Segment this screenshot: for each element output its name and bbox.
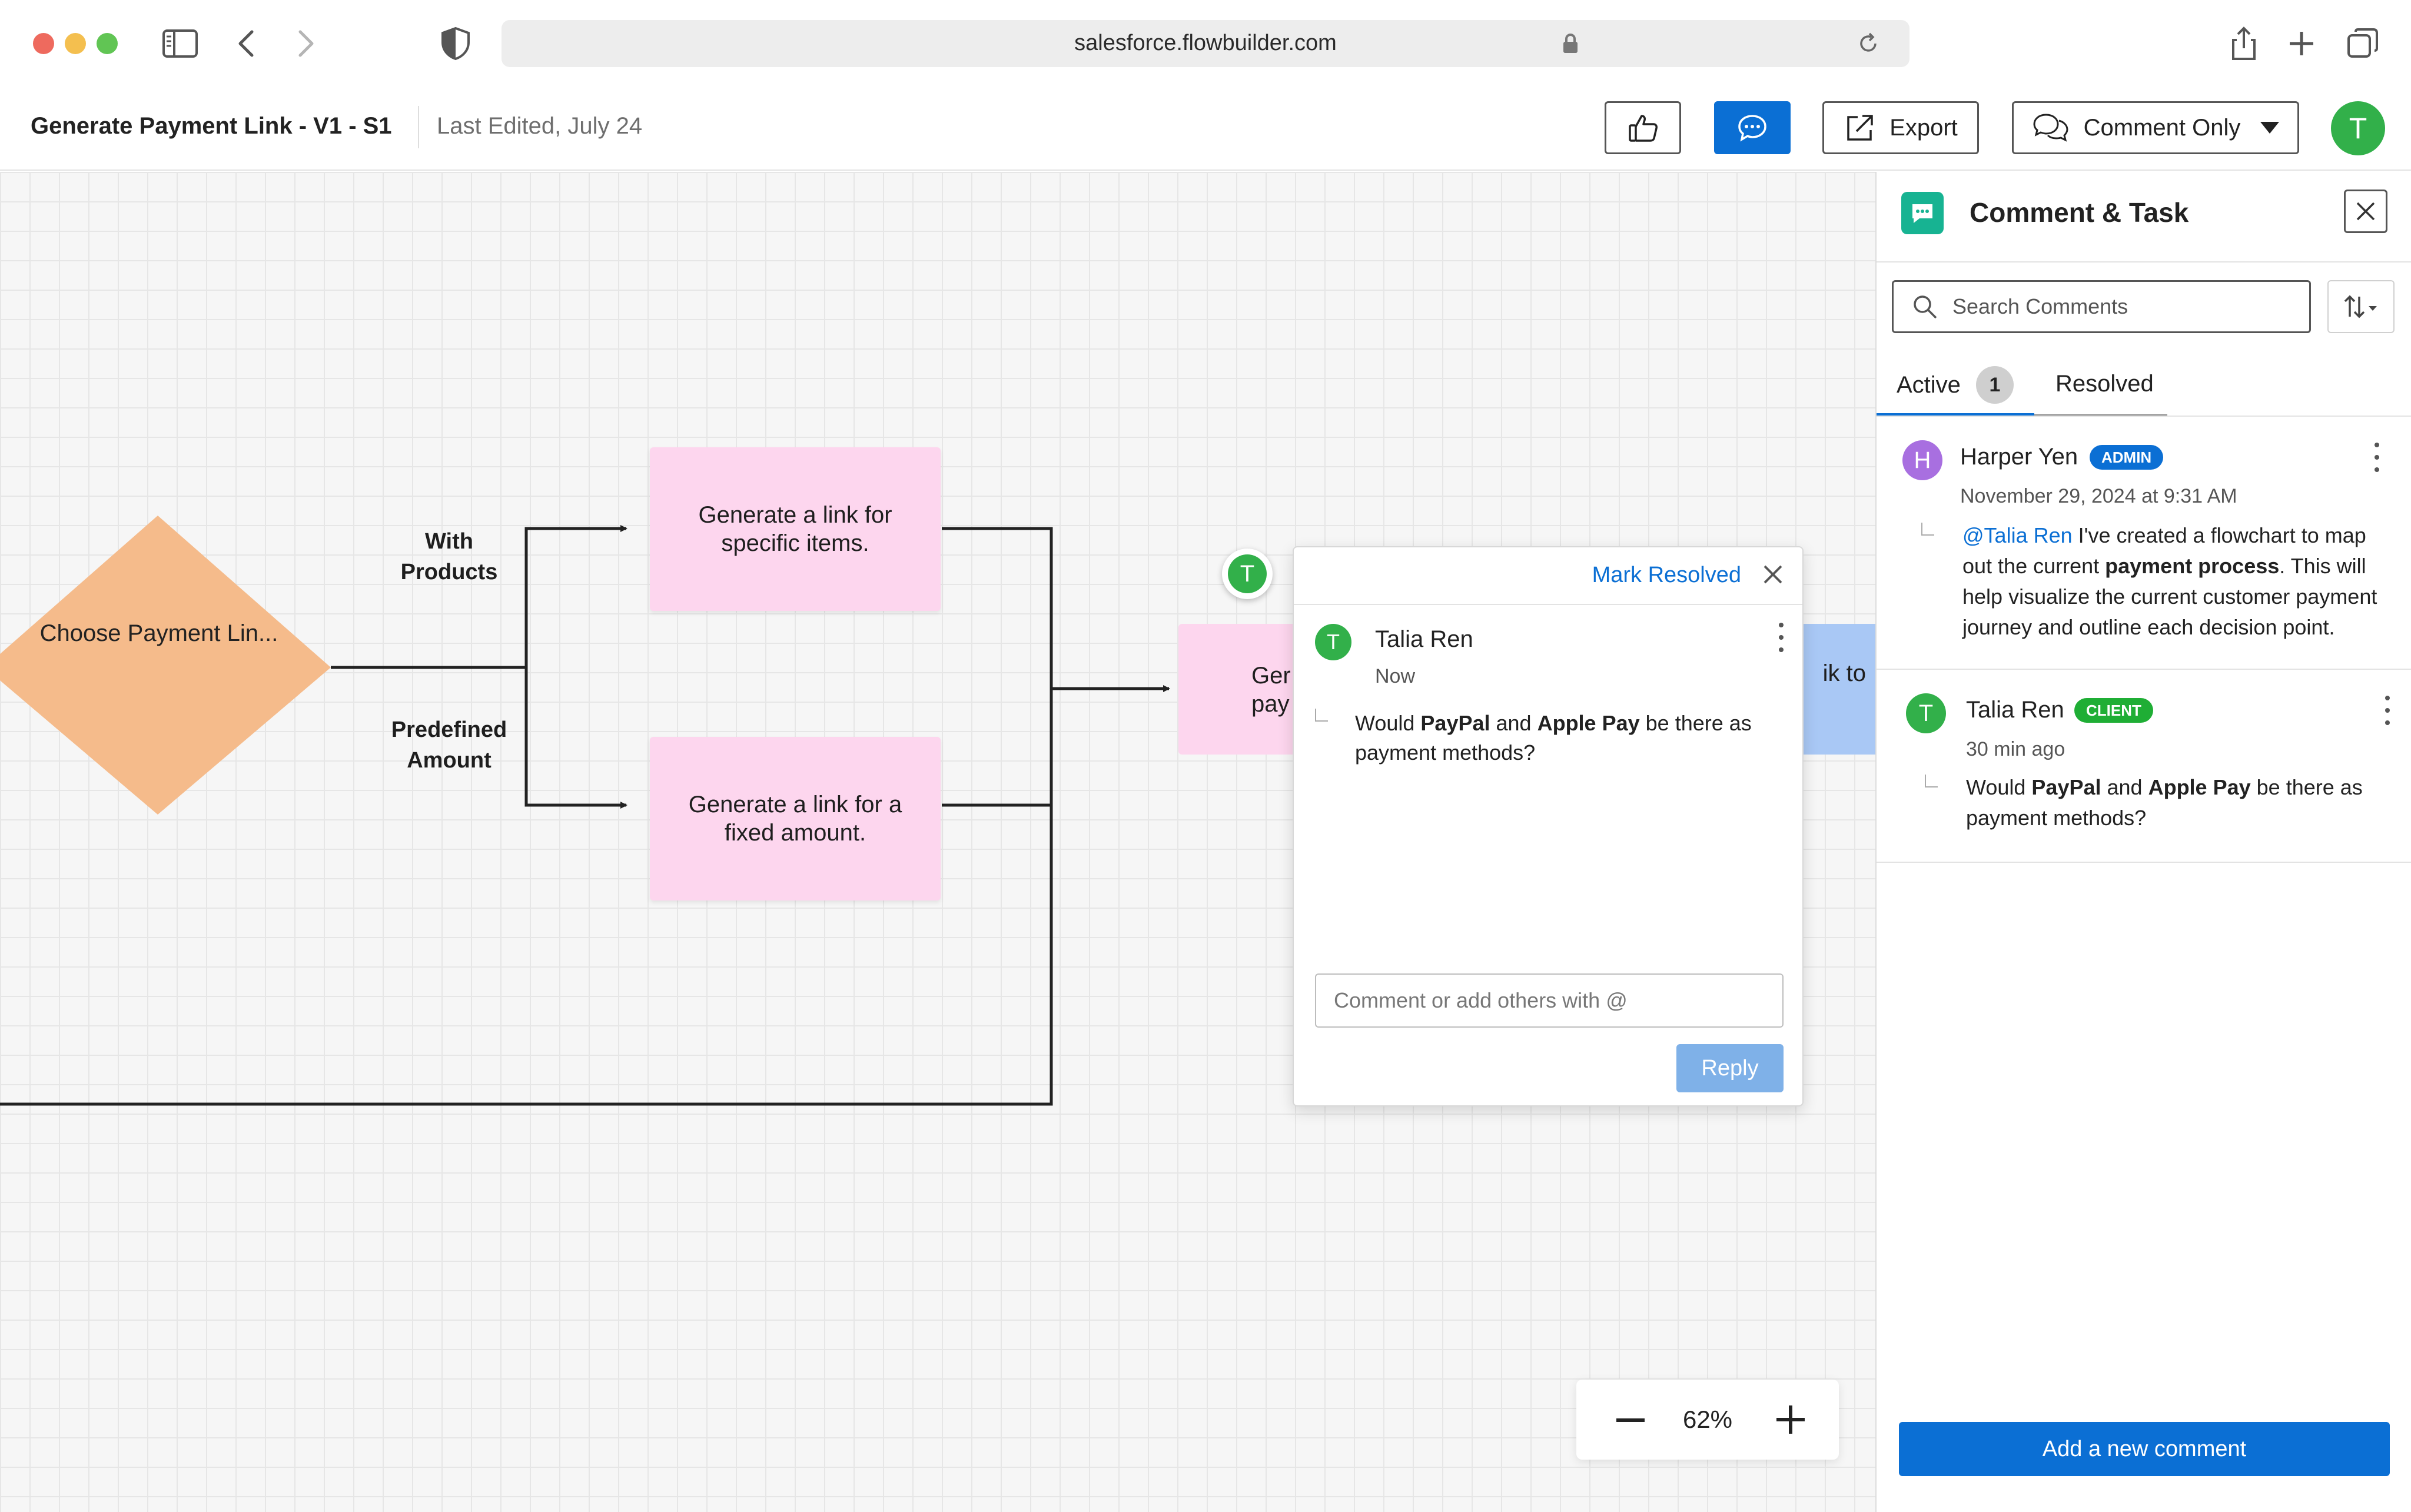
url-text: salesforce.flowbuilder.com (1074, 31, 1337, 55)
share-icon[interactable] (2224, 24, 2264, 64)
comment-author: Talia Ren (1966, 697, 2064, 723)
mark-resolved-button[interactable]: Mark Resolved (1592, 563, 1741, 587)
partial-node-right-label: ik to (1822, 660, 1866, 686)
zoom-control: 62% (1576, 1380, 1839, 1460)
list-item[interactable]: T Talia Ren CLIENT 30 min ago Would PayP… (1877, 671, 2411, 863)
flow-canvas[interactable]: Choose Payment Lin... With Products Pred… (0, 172, 1875, 1512)
search-placeholder: Search Comments (1952, 294, 2128, 318)
reload-icon[interactable] (1855, 31, 1881, 57)
like-button[interactable] (1605, 101, 1681, 154)
process-node-fixed-amount[interactable]: Generate a link for a fixed amount. (650, 737, 941, 900)
export-label: Export (1889, 114, 1958, 141)
more-options-icon[interactable] (2372, 443, 2382, 472)
reply-button[interactable]: Reply (1676, 1044, 1784, 1092)
comment-time: Now (1375, 665, 1416, 687)
panel-title: Comment & Task (1970, 197, 2189, 228)
tab-active[interactable]: Active 1 (1897, 366, 2014, 404)
partial-node-left-label: Ger pay (1251, 663, 1291, 717)
tab-resolved[interactable]: Resolved (2055, 371, 2154, 397)
reply-indent-icon (1921, 523, 1934, 536)
comment-author: Harper Yen (1960, 444, 2078, 470)
document-title: Generate Payment Link - V1 - S1 (31, 113, 392, 139)
close-icon (2356, 202, 2375, 221)
back-arrow-icon[interactable] (227, 24, 267, 64)
comment-pin-avatar: T (1228, 554, 1267, 593)
partial-node-right-shape (1789, 624, 1875, 755)
privacy-shield-icon[interactable] (436, 24, 476, 64)
header-divider (418, 106, 419, 148)
comment-mode-dropdown[interactable]: Comment Only (2012, 101, 2299, 154)
app-header: Generate Payment Link - V1 - S1 Last Edi… (0, 86, 2411, 171)
avatar: H (1902, 440, 1942, 480)
address-bar[interactable]: salesforce.flowbuilder.com (502, 20, 1909, 67)
zoom-in-button[interactable] (1776, 1405, 1805, 1434)
connectors (0, 525, 1170, 1106)
sidebar-toggle-icon[interactable] (160, 24, 200, 64)
reply-input[interactable]: Comment or add others with @ (1315, 973, 1784, 1028)
more-options-icon[interactable] (1776, 623, 1786, 652)
flow-diagram (0, 516, 1875, 1106)
forward-arrow-icon[interactable] (285, 24, 325, 64)
comment-mode-label: Comment Only (2083, 114, 2241, 141)
window-maximize-button[interactable] (97, 33, 118, 54)
tab-active-label: Active (1897, 371, 1961, 398)
active-count-badge: 1 (1975, 366, 2014, 404)
add-comment-button[interactable]: Add a new comment (1899, 1422, 2390, 1476)
avatar: T (1906, 693, 1946, 733)
comment-task-panel: Comment & Task Search Comments Active 1 … (1875, 172, 2411, 1512)
comment-popup-header: Mark Resolved (1294, 547, 1802, 605)
comment-pin[interactable]: T (1222, 549, 1273, 599)
export-button[interactable]: Export (1822, 101, 1979, 154)
comment-message: @Talia Ren I've created a flowchart to m… (1962, 523, 2377, 639)
reply-indent-icon (1925, 775, 1938, 787)
search-input[interactable]: Search Comments (1892, 280, 2311, 333)
close-icon[interactable] (1759, 560, 1787, 589)
comment-message: Would PayPal and Apple Pay be there as p… (1966, 775, 2363, 830)
thumbs-up-icon (1629, 115, 1658, 142)
tabs-divider (1877, 416, 2411, 417)
partial-node-left-shape (1178, 624, 1308, 755)
avatar: T (1315, 624, 1351, 660)
edge-label-predefined-amount: Predefined Amount (391, 717, 507, 773)
last-edited-text: Last Edited, July 24 (437, 113, 643, 139)
chat-bubble-icon (1738, 115, 1766, 142)
decision-node-shape (0, 516, 331, 815)
more-options-icon[interactable] (2383, 696, 2392, 725)
mention-link[interactable]: @Talia Ren (1962, 523, 2073, 547)
comment-time: 30 min ago (1966, 738, 2065, 760)
comment-popup: Mark Resolved T Talia Ren Now Would PayP… (1293, 546, 1804, 1106)
external-link-icon (1847, 115, 1873, 141)
tab-overview-icon[interactable] (2343, 24, 2383, 64)
list-item[interactable]: H Harper Yen ADMIN November 29, 2024 at … (1877, 417, 2411, 670)
window-minimize-button[interactable] (65, 33, 86, 54)
search-icon (1914, 295, 1937, 319)
comments-toggle-button[interactable] (1714, 101, 1791, 154)
zoom-level: 62% (1682, 1405, 1733, 1433)
panel-header: Comment & Task (1877, 172, 2411, 262)
browser-chrome: salesforce.flowbuilder.com (0, 0, 2411, 86)
edge-label-with-products: With Products (400, 529, 498, 584)
sort-icon (2344, 295, 2377, 318)
decision-node-label[interactable]: Choose Payment Lin... (39, 620, 278, 646)
comment-logo-icon (1901, 192, 1944, 234)
role-badge: CLIENT (2074, 698, 2153, 723)
comments-icon (2033, 114, 2068, 142)
process-node-specific-items[interactable]: Generate a link for specific items. (650, 447, 941, 611)
reply-indent-icon (1315, 709, 1328, 722)
active-tab-indicator (1877, 413, 2034, 416)
role-badge: ADMIN (2090, 445, 2164, 470)
zoom-out-button[interactable] (1616, 1418, 1645, 1422)
chevron-down-icon (2260, 122, 2280, 134)
comment-message: Would PayPal and Apple Pay be there as p… (1355, 711, 1752, 765)
panel-close-button[interactable] (2344, 190, 2387, 233)
new-tab-plus-icon[interactable] (2282, 24, 2322, 64)
lock-icon (1563, 34, 1578, 53)
comment-time: November 29, 2024 at 9:31 AM (1960, 485, 2237, 507)
sort-button[interactable] (2327, 280, 2395, 333)
comment-author: Talia Ren (1375, 626, 1473, 652)
resolved-tab-indicator (2034, 414, 2167, 416)
user-avatar[interactable]: T (2331, 101, 2385, 155)
window-close-button[interactable] (33, 33, 54, 54)
